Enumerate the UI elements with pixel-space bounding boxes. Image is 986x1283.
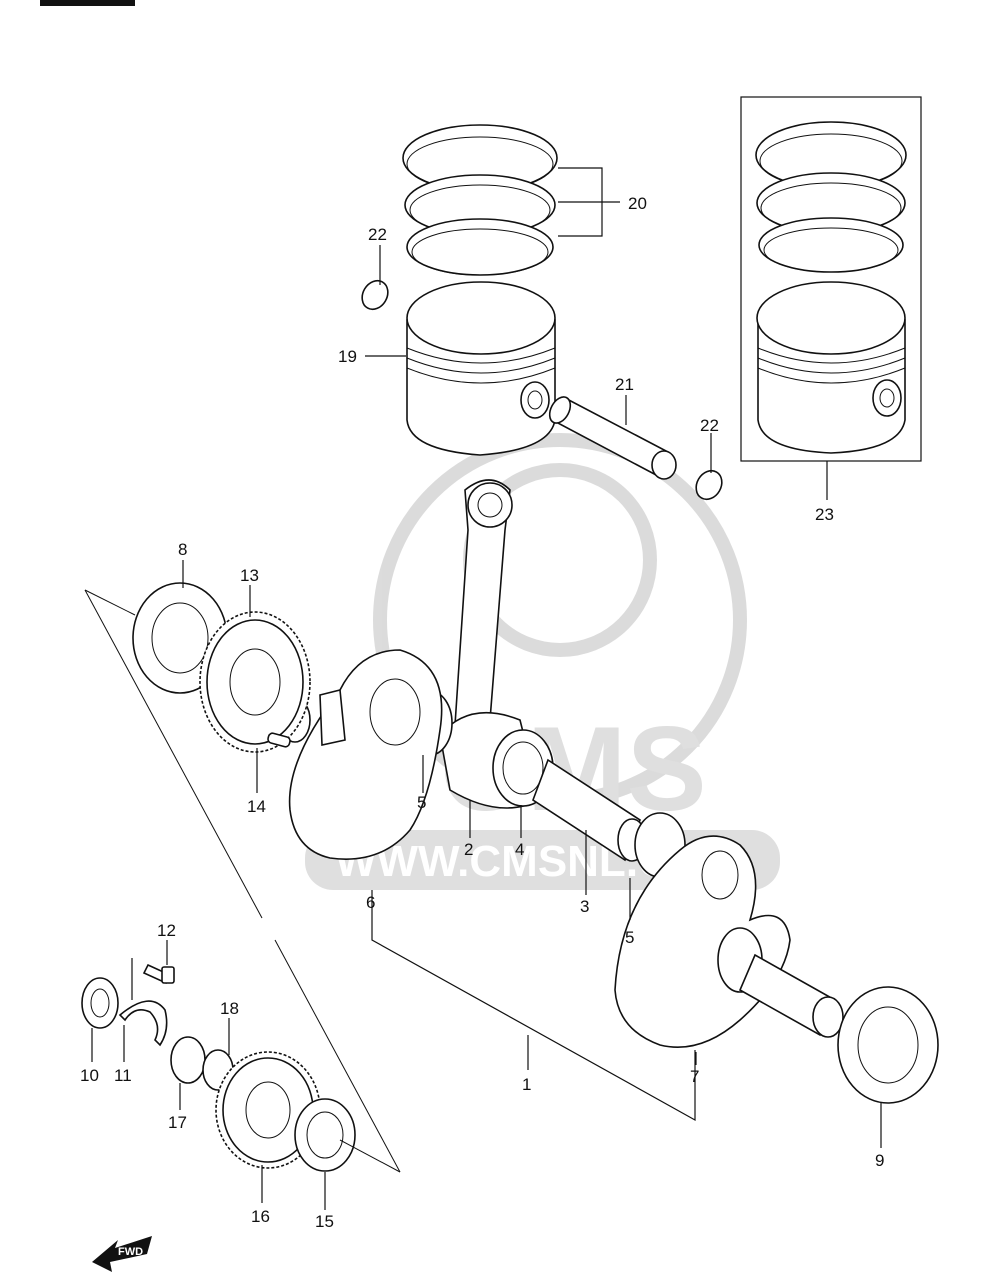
- primary-gear: [199, 611, 311, 753]
- callout-23: 23: [815, 505, 834, 524]
- callout-5b: 5: [625, 928, 634, 947]
- oil-seal: [81, 977, 119, 1029]
- callout-5a: 5: [417, 793, 426, 812]
- piston-rings-left: [402, 124, 558, 276]
- bearing-right: [837, 986, 939, 1104]
- callout-1: 1: [522, 1075, 531, 1094]
- callout-18: 18: [220, 999, 239, 1018]
- key: [267, 732, 291, 748]
- callout-4: 4: [515, 840, 524, 859]
- header-remnant: [40, 0, 135, 6]
- gear-bearing: [294, 1098, 356, 1172]
- callout-11: 11: [114, 1066, 132, 1085]
- piston-left: [406, 281, 556, 456]
- forward-arrow-icon: FWD: [92, 1236, 152, 1272]
- callout-20: 20: [628, 194, 647, 213]
- leader-1: [371, 890, 696, 1122]
- bolt: [142, 963, 175, 985]
- callout-8: 8: [178, 540, 187, 559]
- balancer-drive-gear: [215, 1051, 321, 1169]
- piston-rings-right: [755, 121, 907, 273]
- callout-3: 3: [580, 897, 589, 916]
- callout-19: 19: [338, 347, 357, 366]
- circlip-upper: [361, 279, 389, 311]
- callout-9: 9: [875, 1151, 884, 1170]
- crankshaft-right-shaft: [738, 953, 844, 1038]
- callout-16: 16: [251, 1207, 270, 1226]
- circlip-lower: [695, 469, 723, 501]
- callout-22b: 22: [700, 416, 719, 435]
- leader-lines: [91, 245, 882, 1210]
- callout-12: 12: [157, 921, 176, 940]
- callout-22a: 22: [368, 225, 387, 244]
- spacer: [170, 1036, 206, 1084]
- callout-21: 21: [615, 375, 634, 394]
- callout-10: 10: [80, 1066, 99, 1085]
- fwd-label: FWD: [118, 1246, 143, 1258]
- piston-set-box: [740, 96, 922, 462]
- callout-7: 7: [690, 1067, 699, 1086]
- piston-right: [756, 281, 906, 454]
- callout-6: 6: [366, 893, 375, 912]
- callout-2: 2: [464, 840, 473, 859]
- callout-14: 14: [247, 797, 266, 816]
- callout-15: 15: [315, 1212, 334, 1231]
- callout-13: 13: [240, 566, 259, 585]
- callout-17: 17: [168, 1113, 187, 1132]
- callout-labels: 20 22 19 21 22 23 8 13 14 5 2 4 6 3 5 12…: [80, 194, 884, 1231]
- retainer-plate: [118, 1000, 168, 1047]
- assembly-outline: [84, 589, 401, 1173]
- piston-pin: [548, 396, 677, 480]
